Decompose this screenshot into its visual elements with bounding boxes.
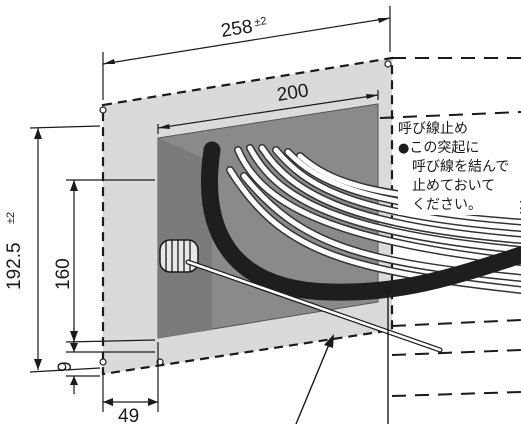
panel-width-label: 258 xyxy=(219,16,254,42)
leader-line-cable xyxy=(384,286,392,424)
panel-height-tolerance: ±2 xyxy=(5,212,17,224)
panel-height-label: 192.5 xyxy=(4,242,25,290)
dimension-left-offset xyxy=(102,342,159,412)
recess-side-shade xyxy=(158,138,212,338)
note-line-text: この突起に xyxy=(409,140,480,156)
opening-height-label: 160 xyxy=(53,258,74,290)
note-line: ください。 xyxy=(412,197,482,213)
note-line: 止めておいて xyxy=(412,178,496,194)
pull-wire-stop-note: 呼び線止め ●この突起に 呼び線を結んで 止めておいて ください。 xyxy=(398,120,520,215)
note-bullet: ● xyxy=(398,141,410,156)
dimension-opening-width xyxy=(157,90,379,134)
black-cable xyxy=(201,141,521,301)
opening-width-label: 200 xyxy=(275,80,310,106)
dimension-bottom-offset xyxy=(66,328,155,394)
note-line: 呼び線を結んで xyxy=(412,159,510,175)
pull-rod-highlight xyxy=(186,260,442,352)
note-heading: 呼び線止め xyxy=(398,121,468,137)
panel-corner-hole xyxy=(384,60,392,68)
panel-width-tolerance: ±2 xyxy=(254,15,268,29)
wall-outline-right xyxy=(379,57,521,397)
dimension-panel-width xyxy=(102,6,391,100)
panel-corner-hole xyxy=(99,358,107,366)
left-offset-label: 49 xyxy=(118,406,139,424)
leader-arrow-rod xyxy=(295,334,334,424)
panel-corner-hole xyxy=(99,106,107,114)
dimension-panel-height xyxy=(29,125,101,373)
bottom-offset-label: 9 xyxy=(55,361,76,372)
note-line: ●この突起に xyxy=(398,139,520,158)
corrugated-conduit xyxy=(159,239,199,273)
